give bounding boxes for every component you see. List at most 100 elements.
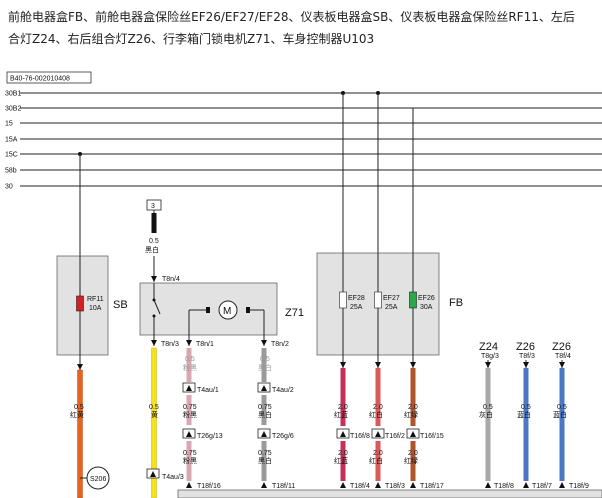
wire-pink-top-size: 0.5 [185, 356, 195, 363]
fuse-ef28-name: EF28 [348, 295, 365, 302]
pin-t4au2: T4au/2 [272, 387, 294, 394]
wire-black-mid-size: 0.75 [258, 404, 272, 411]
wire-pink-bot-color: 粉黑 [183, 456, 197, 465]
wire-ef28-top-color: 红蓝 [334, 410, 348, 419]
pin-t16f2: T16f/2 [385, 433, 405, 440]
connector-3-size: 0.5 [149, 238, 159, 245]
wire-ef26-bot-color: 红绿 [404, 456, 418, 465]
wire-black-top-color: 黑白 [258, 363, 272, 372]
pin-t26g13: T26g/13 [197, 433, 223, 440]
wire-ef26-top-color: 红绿 [404, 410, 418, 419]
pin-t8n1: T8n/1 [196, 341, 214, 348]
wire-black-top-size: 0.5 [260, 356, 270, 363]
wire-pink-mid-size: 0.75 [183, 404, 197, 411]
feed-lines [79, 93, 414, 256]
fuse-rf11-rating: 10A [89, 305, 102, 312]
fuse-rf11 [76, 295, 84, 312]
fuse-rf11-name: RF11 [87, 296, 104, 303]
bus-label-30b2: 30B2 [5, 106, 21, 113]
wire-z26a-size: 0.5 [521, 404, 531, 411]
diagram-id-box [6, 71, 92, 84]
wire-rf11-size: 0.5 [74, 404, 84, 411]
bus-label-15c: 15C [5, 152, 18, 159]
pin-t8n3: T8n/3 [161, 341, 179, 348]
wire-ef28-top-size: 2.0 [338, 404, 348, 411]
wire-black-top-connector [151, 213, 157, 233]
wire-pink-bot [186, 441, 192, 481]
fuse-ef26-rating: 30A [420, 304, 433, 311]
diagram-id: B40-76-002010408 [10, 76, 70, 83]
lamp-z24-name: Z24 [479, 341, 498, 353]
bus-label-15a: 15A [5, 137, 18, 144]
pin-t18f3: T18f/3 [385, 483, 405, 490]
wire-z24-color: 灰白 [479, 410, 493, 419]
pin-t18f8: T18f/8 [494, 483, 514, 490]
fuse-ef28 [339, 291, 347, 309]
wire-pink-top [186, 348, 192, 382]
bus-label-58b: 58b [5, 168, 17, 175]
pin-t4au1: T4au/1 [197, 387, 219, 394]
pin-t8n4: T8n/4 [162, 276, 180, 283]
wire-ef27-top-size: 2.0 [373, 404, 383, 411]
pin-t4au3: T4au/3 [162, 474, 184, 481]
wire-black-bot-color: 黑白 [258, 456, 272, 465]
pin-t18f17: T18f/17 [420, 483, 444, 490]
wire-z26b-size: 0.5 [557, 404, 567, 411]
wire-ef28-bot-size: 2.0 [338, 450, 348, 457]
fuse-ef27 [374, 291, 382, 309]
lamp-z26b-pin: T8f/4 [555, 353, 571, 360]
motor-icon [218, 300, 238, 320]
title-line-1: 前舱电器盒FB、前舱电器盒保险丝EF26/EF27/EF28、仪表板电器盒SB、… [8, 10, 575, 24]
pin-t26g6: T26g/6 [272, 433, 294, 440]
wire-ef27-bot [375, 441, 381, 481]
wire-black-top [261, 348, 267, 382]
wire-black-bot-size: 0.75 [258, 450, 272, 457]
sb-label: SB [113, 299, 128, 311]
wire-ef27-bot-size: 2.0 [373, 450, 383, 457]
splice-s206 [86, 466, 110, 490]
wire-ef28-redblue [340, 368, 346, 426]
wire-ef27-redwhite [375, 368, 381, 426]
z71-label: Z71 [285, 307, 304, 319]
diagram-title: 前舱电器盒FB、前舱电器盒保险丝EF26/EF27/EF28、仪表板电器盒SB、… [8, 6, 598, 50]
title-line-2: 合灯Z24、右后组合灯Z26、行李箱门锁电机Z71、车身控制器U103 [8, 32, 375, 46]
wire-pink-mid-color: 粉黑 [183, 410, 197, 419]
wire-yellow-color: 黄 [151, 410, 158, 419]
wire-ef26-redgreen [410, 368, 416, 426]
wire-black-mid [261, 395, 267, 425]
wire-yellow-size: 0.5 [149, 404, 159, 411]
bus-label-15: 15 [5, 121, 13, 128]
motor-label: M [223, 306, 231, 317]
wire-ef28-bot-color: 红蓝 [334, 456, 348, 465]
wire-pink-mid [186, 395, 192, 425]
wire-rf11-color: 红黄 [70, 410, 84, 419]
bus-label-30: 30 [5, 184, 13, 191]
pin-t18f16: T18f/16 [197, 483, 221, 490]
pin-t18f7: T18f/7 [532, 483, 552, 490]
fuse-ef27-name: EF27 [383, 295, 400, 302]
u103-module [177, 489, 602, 498]
pin-t18f9: T18f/9 [569, 483, 589, 490]
connector-3-color: 黑白 [145, 245, 159, 254]
wire-rf11-redyellow [77, 369, 83, 498]
wire-black-bot [261, 441, 267, 481]
wire-black-mid-color: 黑白 [258, 410, 272, 419]
lamp-z26a-pin: T8f/3 [519, 353, 535, 360]
pin-t18f11: T18f/11 [272, 483, 295, 490]
wire-z26b-color: 蓝白 [553, 410, 567, 419]
splice-label: S206 [90, 476, 106, 483]
wire-ef27-top-color: 红白 [369, 410, 383, 419]
lamp-z26a-name: Z26 [516, 341, 535, 353]
wire-z26a-color: 蓝白 [517, 410, 531, 419]
wire-z26b-bluewhite [559, 368, 565, 481]
wire-ef26-bot-size: 2.0 [408, 450, 418, 457]
wire-z24-graywhite [485, 368, 491, 481]
wire-pink-bot-size: 0.75 [183, 450, 197, 457]
wire-pink-top-color: 粉黑 [183, 363, 197, 372]
pin-t16f8: T16f/8 [350, 433, 370, 440]
bus-lines [20, 92, 602, 187]
lamp-z24-pin: T8g/3 [481, 353, 499, 360]
pin-t8n2: T8n/2 [271, 341, 289, 348]
fb-label: FB [449, 297, 463, 309]
fuse-ef26-name: EF26 [418, 295, 435, 302]
